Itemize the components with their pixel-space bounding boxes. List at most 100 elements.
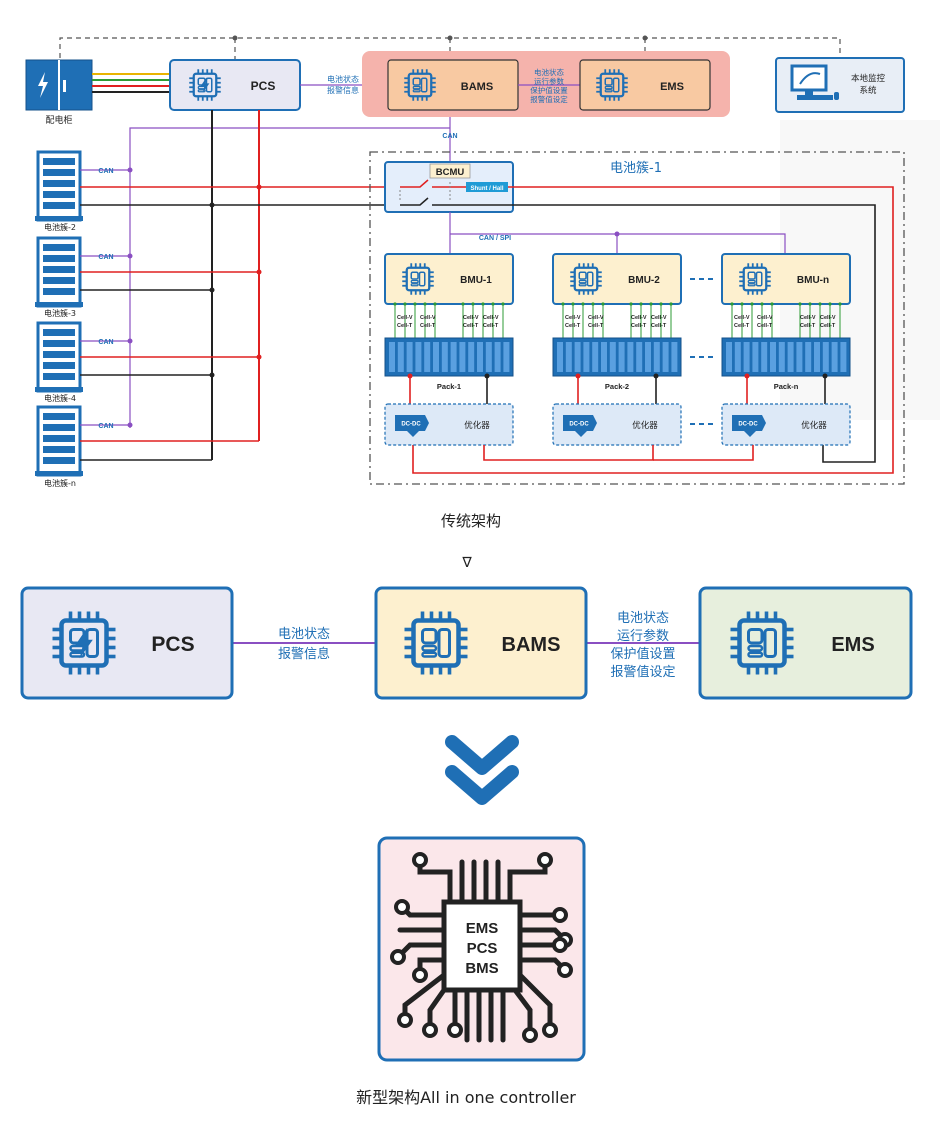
pcs-bams-link-large-2: 报警信息 (278, 646, 330, 662)
sensor-dot (808, 302, 812, 306)
pcs-label: PCS (251, 79, 276, 93)
cell-t-label: Cell-T (631, 323, 647, 329)
sensor-dot (561, 302, 565, 306)
pack-cell (822, 342, 829, 372)
pcs-label-large: PCS (151, 633, 194, 656)
optimizer-n-label: 优化器 (801, 420, 827, 431)
side-cluster-3-label: 电池簇-3 (44, 308, 76, 318)
circuit-board-icon (390, 852, 573, 1043)
cell-v-label: Cell-V (651, 315, 667, 321)
pcb-trace (512, 987, 533, 1038)
pack-cell (752, 342, 759, 372)
bams-node: BAMS (387, 59, 519, 111)
pack-cell (468, 342, 475, 372)
sensor-dot (818, 302, 822, 306)
pcb-pad (522, 1027, 538, 1043)
pcb-pad (397, 1012, 413, 1028)
pcb-pad (552, 937, 568, 953)
bcmu-node: BCMU Shunt / Hall (384, 161, 514, 213)
aio-line-ems: EMS (466, 920, 499, 937)
side-cluster-n-label: 电池簇-n (44, 478, 76, 488)
cell-sensor-wires: Cell-V Cell-T Cell-V Cell-T Cell-V Cell-T Cell… (393, 302, 842, 338)
bams-ems-link-large-2: 运行参数 (617, 628, 669, 644)
pack-cell (485, 342, 492, 372)
bams-ems-link-line1: 电池状态 (534, 67, 564, 77)
sensor-dot (571, 302, 575, 306)
pack-cell (743, 342, 750, 372)
sensor-dot (740, 302, 744, 306)
pack-cell (503, 342, 510, 372)
pcs-node: PCS (169, 59, 301, 111)
cell-t-label: Cell-T (820, 323, 836, 329)
pack-2-label: Pack-2 (605, 382, 629, 391)
sensor-dot (760, 302, 764, 306)
pack-cell (778, 342, 785, 372)
pack-cell (494, 342, 501, 372)
side-cluster-3: 电池簇-3 (33, 236, 85, 318)
aio-line-bms: BMS (465, 960, 498, 977)
pack-cell (415, 342, 422, 372)
shunt-label: Shunt / Hall (471, 186, 504, 192)
optimizer-2-label: 优化器 (632, 420, 658, 431)
cell-v-label: Cell-V (483, 315, 499, 321)
traditional-architecture: 配电柜 PCS 电池状态 报警信息 BAMS 电池状态 运行参数 保护值设置 报… (25, 35, 940, 488)
pcb-pad (447, 1022, 463, 1038)
pack-cell (592, 342, 599, 372)
monitor-icon (790, 64, 839, 100)
pack-body (721, 337, 851, 377)
side-cluster-n: 电池簇-n (33, 405, 85, 488)
sensor-dot (750, 302, 754, 306)
optimizer-n: DC-DC 优化器 (721, 403, 851, 446)
pcb-pad (542, 1022, 558, 1038)
cluster-1-frame (369, 151, 905, 485)
bmu-n-label: BMU-n (797, 275, 829, 286)
pack-cell (574, 342, 581, 372)
cell-v-label: Cell-V (565, 315, 581, 321)
switchgear-label: 配电柜 (45, 114, 72, 126)
pack-cell (805, 342, 812, 372)
bams-ems-link-large-4: 报警值设定 (610, 664, 675, 680)
pack-cell (761, 342, 768, 372)
bams-ems-link-line2: 运行参数 (534, 76, 564, 86)
pack-cell (441, 342, 448, 372)
pcb-pad (552, 907, 568, 923)
cell-v-label: Cell-V (757, 315, 773, 321)
bams-ems-link-line4: 报警值设定 (530, 94, 568, 104)
pack-cell (459, 342, 466, 372)
pcb-pad (422, 1022, 438, 1038)
cell-v-label: Cell-V (463, 315, 479, 321)
pack-cell (796, 342, 803, 372)
pcb-pad (390, 949, 406, 965)
sensor-dot (491, 302, 495, 306)
cell-v-label: Cell-V (631, 315, 647, 321)
pack-cell (636, 342, 643, 372)
sensor-dot (770, 302, 774, 306)
pack-cell (787, 342, 794, 372)
optimizer-1: DC-DC 优化器 (384, 403, 514, 446)
bams-ems-link-large-3: 保护值设置 (610, 646, 675, 662)
monitor-label-line2: 系统 (859, 85, 877, 96)
monitor-label-line1: 本地监控 (851, 73, 886, 84)
switchgear-icon (25, 59, 93, 111)
can-label-side-3: CAN (98, 254, 113, 261)
local-monitor-node: 本地监控 系统 (775, 57, 905, 113)
sensor-dot (659, 302, 663, 306)
sensor-dot (649, 302, 653, 306)
pack-body (384, 337, 514, 377)
side-cluster-2: 电池簇-2 (33, 150, 85, 232)
sensor-dot (601, 302, 605, 306)
dcdc-2-label: DC-DC (569, 422, 589, 428)
ems-box-large: EMS (698, 586, 913, 700)
bams-label: BAMS (461, 81, 493, 93)
sensor-dot (798, 302, 802, 306)
side-cluster-2-label: 电池簇-2 (44, 222, 76, 232)
cell-v-label: Cell-V (800, 315, 816, 321)
sensor-dot (828, 302, 832, 306)
cell-t-label: Cell-T (734, 323, 750, 329)
dcdc-n-label: DC-DC (738, 422, 758, 428)
sensor-dot (629, 302, 633, 306)
cell-t-label: Cell-T (420, 323, 436, 329)
pack-body (552, 337, 682, 377)
pack-cell (627, 342, 634, 372)
